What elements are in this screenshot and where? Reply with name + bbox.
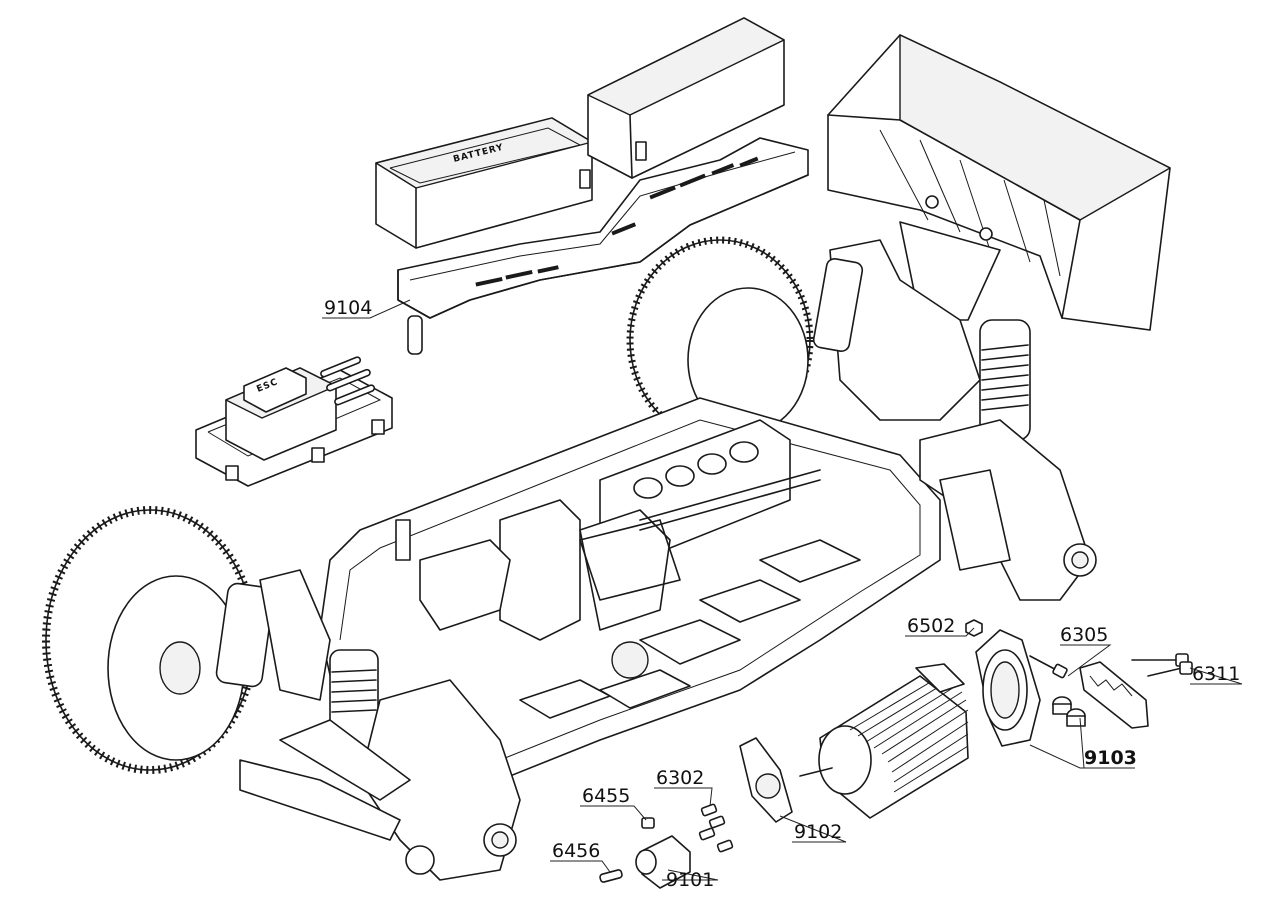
label-9101: 9101 (666, 869, 714, 891)
leader-lines (322, 299, 1243, 881)
label-9104: 9104 (324, 297, 372, 319)
label-6305: 6305 (1060, 624, 1108, 646)
rear-wing (827, 34, 1171, 331)
front-suspension (215, 569, 521, 881)
label-6311: 6311 (1192, 663, 1240, 685)
label-6455: 6455 (582, 785, 630, 807)
center-drivetrain (395, 419, 821, 679)
battery-pack: BATTERY (375, 117, 593, 249)
motor-assembly (599, 619, 1193, 889)
label-6302: 6302 (656, 767, 704, 789)
label-9102: 9102 (794, 821, 842, 843)
label-9103: 9103 (1084, 747, 1137, 769)
esc-unit: ESC (195, 356, 393, 487)
label-6502: 6502 (907, 615, 955, 637)
battery-tray (397, 137, 809, 355)
battery-pack-rear (587, 17, 785, 179)
rear-suspension (812, 239, 1097, 601)
rear-right-wheel (626, 236, 814, 444)
label-6456: 6456 (552, 840, 600, 862)
